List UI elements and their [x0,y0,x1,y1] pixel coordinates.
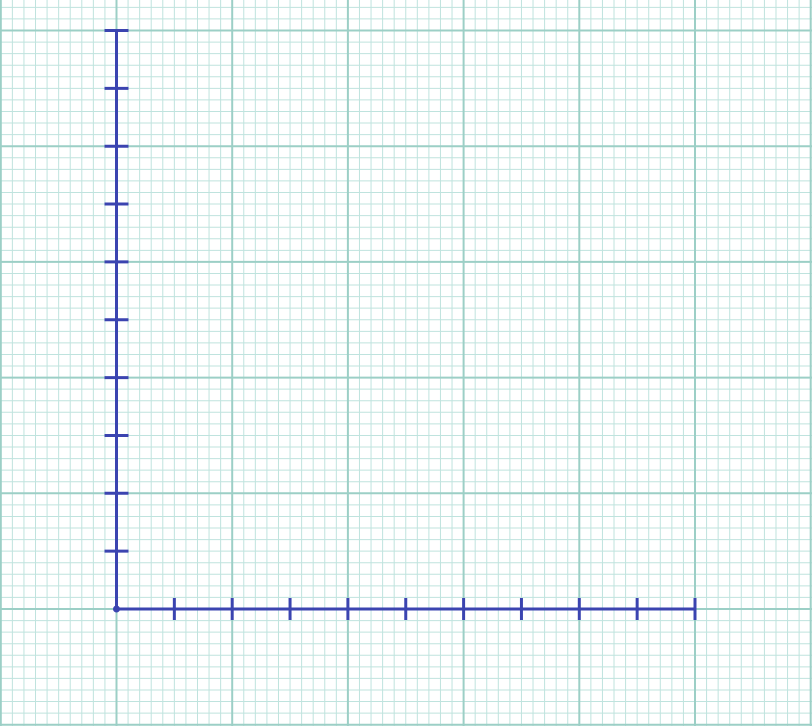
axes [104,29,697,620]
origin-dot [113,605,120,613]
